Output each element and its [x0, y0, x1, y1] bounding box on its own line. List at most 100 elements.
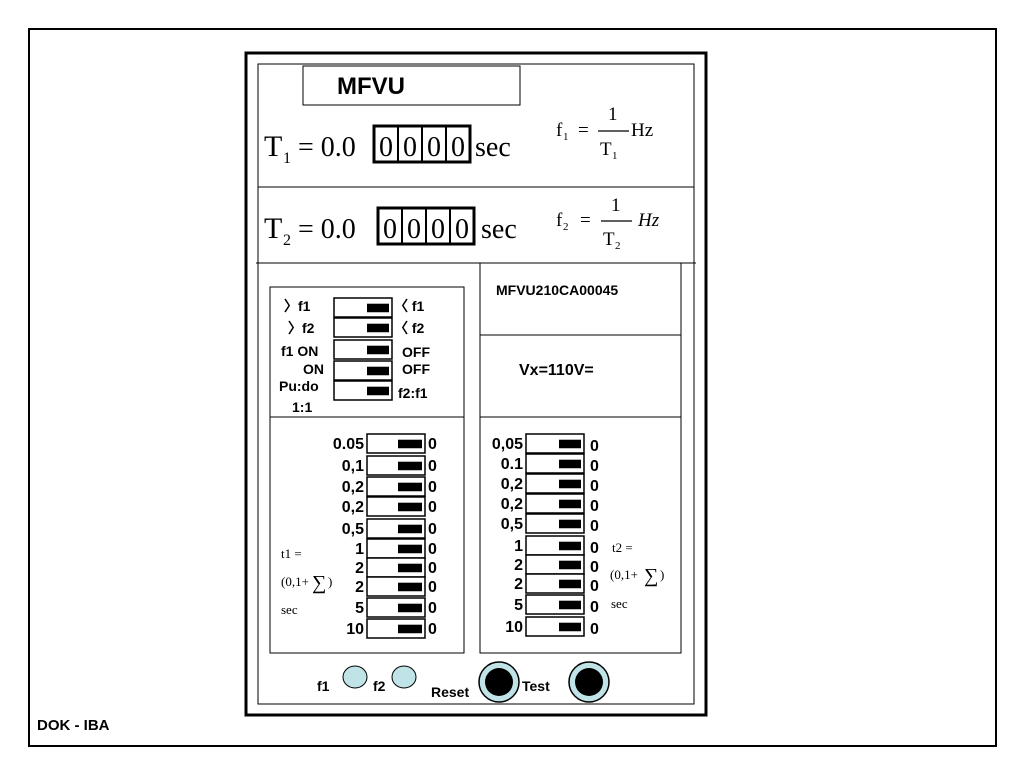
- t2-switch-knob[interactable]: [559, 600, 581, 610]
- t2-switch[interactable]: [525, 616, 585, 637]
- t2-switch[interactable]: [525, 573, 585, 594]
- reset-button-core[interactable]: [485, 668, 513, 696]
- t1-switch-knob[interactable]: [398, 544, 422, 554]
- t1-switch[interactable]: [366, 576, 426, 597]
- test-button-core[interactable]: [575, 668, 603, 696]
- t2-note: sec: [611, 596, 628, 611]
- t2-switch[interactable]: [525, 473, 585, 494]
- panel-inner-frame: [257, 63, 695, 705]
- mode-switch[interactable]: [333, 339, 393, 360]
- t2-switch-knob[interactable]: [559, 579, 581, 589]
- t2-switch-label: 10: [505, 619, 523, 636]
- t2-switch[interactable]: [525, 554, 585, 575]
- t2-note: (0,1+: [610, 567, 638, 582]
- t1-sub: 1: [283, 150, 291, 167]
- test-button[interactable]: [568, 661, 610, 703]
- t1-prefix: = 0.0: [298, 132, 356, 163]
- t1-switch-value: 0: [428, 541, 437, 558]
- mode-left-label: 〉f1: [284, 298, 311, 314]
- t1-switch-knob[interactable]: [398, 439, 422, 449]
- f2-num: 1: [611, 195, 621, 216]
- t1-note: t1 =: [281, 546, 302, 561]
- voltage-label: Vx=110V=: [519, 362, 594, 379]
- t2-switch-knob[interactable]: [559, 439, 581, 449]
- t2-lhs: T: [264, 212, 282, 245]
- t2-switch-knob[interactable]: [559, 479, 581, 489]
- t2-switch-knob[interactable]: [559, 622, 581, 632]
- t2-unit: sec: [481, 214, 517, 245]
- t2-switch-knob[interactable]: [559, 499, 581, 509]
- mode-left-label: ON: [303, 361, 324, 377]
- t1-switch-knob[interactable]: [398, 461, 422, 471]
- t2-digit: 0: [455, 214, 469, 245]
- panel-title: MFVU: [337, 73, 405, 100]
- t1-switch[interactable]: [366, 618, 426, 639]
- t2-switch-knob[interactable]: [559, 519, 581, 529]
- t1-digit: 0: [403, 132, 417, 163]
- t2-switch-knob[interactable]: [559, 560, 581, 570]
- t2-switch[interactable]: [525, 453, 585, 474]
- t2-digit: 0: [383, 214, 397, 245]
- t1-note: sec: [281, 602, 298, 617]
- t2-switch[interactable]: [525, 594, 585, 615]
- f1-den: T: [600, 139, 612, 160]
- t1-switch-knob[interactable]: [398, 502, 422, 512]
- mode-switch[interactable]: [333, 360, 393, 381]
- outer-frame: [28, 28, 997, 747]
- f1-num: 1: [608, 104, 618, 125]
- f1-led-label: f1: [317, 678, 330, 694]
- mode-switch-knob[interactable]: [367, 345, 389, 355]
- t2-switch[interactable]: [525, 493, 585, 514]
- mode-switch[interactable]: [333, 317, 393, 338]
- mode-left-label: Pu:do: [279, 378, 319, 394]
- mode-left-label: f1 ON: [281, 343, 318, 359]
- t1-switch[interactable]: [366, 496, 426, 517]
- t2-formula: T 2 = 0.0 0 0 0 0 sec: [264, 206, 517, 249]
- t2-switch[interactable]: [525, 433, 585, 454]
- t1-switch[interactable]: [366, 538, 426, 559]
- t1-switch[interactable]: [366, 597, 426, 618]
- t2-switch-knob[interactable]: [559, 459, 581, 469]
- t1-switch-knob[interactable]: [398, 563, 422, 573]
- t1-switch[interactable]: [366, 518, 426, 539]
- t1-switch[interactable]: [366, 557, 426, 578]
- t1-switch-value: 0: [428, 479, 437, 496]
- t1-switch-value: 0: [428, 579, 437, 596]
- t1-switch-knob[interactable]: [398, 582, 422, 592]
- t1-switch-value: 0: [428, 600, 437, 617]
- t1-switch[interactable]: [366, 455, 426, 476]
- t2-switch[interactable]: [525, 535, 585, 556]
- t1-switch-knob[interactable]: [398, 524, 422, 534]
- f2-lhs: f: [556, 210, 563, 231]
- t2-switch-value: 0: [590, 578, 599, 595]
- t1-switch-knob[interactable]: [398, 482, 422, 492]
- t1-switch[interactable]: [366, 476, 426, 497]
- mode-switch[interactable]: [333, 380, 393, 401]
- t2-note: t2 =: [612, 540, 633, 555]
- t1-switch-value: 0: [428, 560, 437, 577]
- t1-switch-value: 0: [428, 458, 437, 475]
- mode-switch-knob[interactable]: [367, 303, 389, 313]
- f1-formula: f 1 = 1 T 1 Hz: [556, 104, 653, 162]
- reset-button[interactable]: [478, 661, 520, 703]
- t1-switch-knob[interactable]: [398, 624, 422, 634]
- mode-switch-block: 〉f1 〉f2 f1 ON ON Pu:do 1:1 〈 f1 〈 f2 OFF…: [279, 297, 430, 415]
- f2-led-label: f2: [373, 678, 386, 694]
- f2-led: [391, 665, 417, 689]
- mode-switch-knob[interactable]: [367, 366, 389, 376]
- t1-switch-knob[interactable]: [398, 603, 422, 613]
- f2-sub: 2: [563, 221, 569, 233]
- t2-switch-label: 0,5: [501, 516, 523, 533]
- mode-right-label: OFF: [402, 361, 430, 377]
- t2-digit: 0: [407, 214, 421, 245]
- t2-switch-label: 2: [514, 557, 523, 574]
- t1-switch[interactable]: [366, 433, 426, 454]
- mode-switch-knob[interactable]: [367, 323, 389, 333]
- t2-switch[interactable]: [525, 513, 585, 534]
- mode-switch-knob[interactable]: [367, 386, 389, 396]
- mode-switch[interactable]: [333, 297, 393, 318]
- t2-switch-knob[interactable]: [559, 541, 581, 551]
- panel-frame: [244, 51, 708, 717]
- t1-switch-value: 0: [428, 499, 437, 516]
